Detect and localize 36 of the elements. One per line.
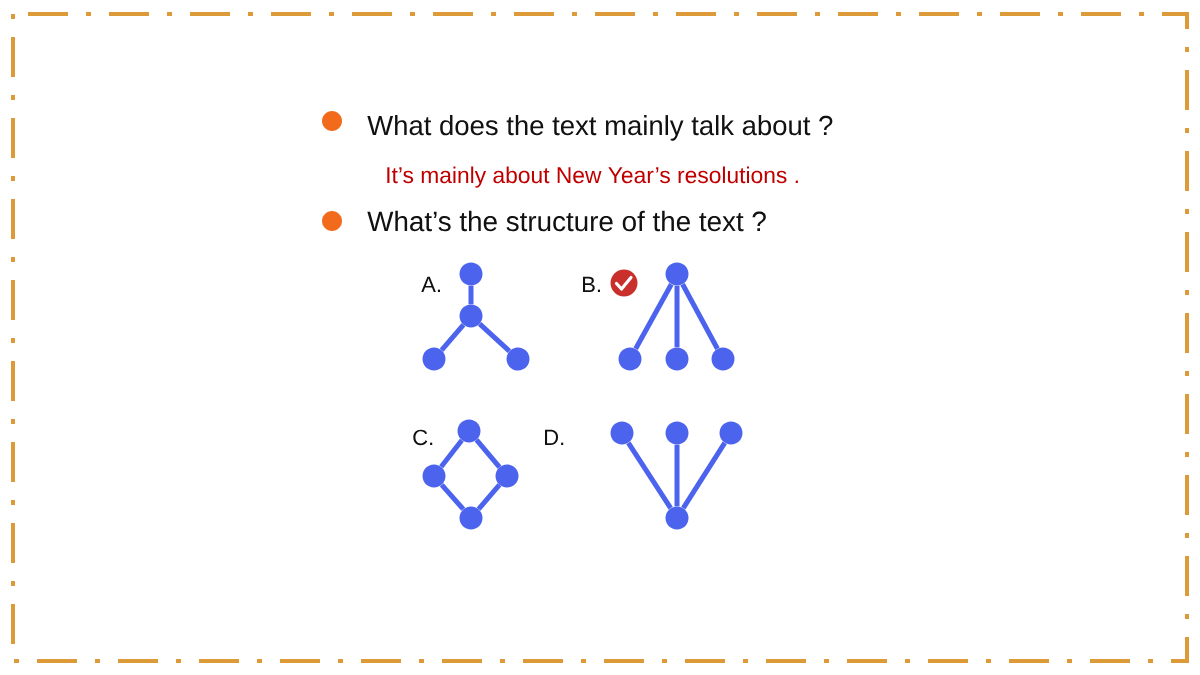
question-text: What does the text mainly talk about ? <box>367 115 833 141</box>
connector-line <box>468 285 474 305</box>
option-letter: D. <box>545 429 564 445</box>
question-text: What’s the structure of the text ? <box>367 210 766 232</box>
connector-line <box>474 438 502 469</box>
graph-dot <box>665 421 689 445</box>
connector-line <box>674 444 680 507</box>
graph-dot <box>422 464 446 488</box>
connector-line <box>681 441 727 510</box>
graph-dot <box>665 262 689 286</box>
graph-dot <box>459 506 483 530</box>
connector-line <box>633 283 674 350</box>
option-letter: B. <box>583 276 600 292</box>
answer-text: It’s mainly about New Year’s resolutions . <box>387 166 798 188</box>
option-letter: C. <box>413 429 433 446</box>
connector-line <box>674 285 680 348</box>
graph-dot <box>665 347 689 371</box>
graph-dot <box>711 347 735 371</box>
connector-line <box>476 483 502 511</box>
graph-dot <box>459 262 483 286</box>
graph-dot <box>457 419 481 443</box>
option-letter: A. <box>421 276 440 292</box>
graph-dot <box>495 464 519 488</box>
graph-dot <box>719 421 743 445</box>
graph-dot <box>665 506 689 530</box>
connector-line <box>439 483 466 511</box>
connector-line <box>439 323 466 352</box>
connector-line <box>477 322 512 353</box>
graph-dot <box>422 347 446 371</box>
graph-dot <box>610 421 634 445</box>
connector-line <box>680 283 720 350</box>
graph-dot <box>506 347 530 371</box>
connector-line <box>626 441 673 510</box>
graph-dot <box>618 347 642 371</box>
graph-dot <box>459 304 483 328</box>
connector-line <box>439 438 464 469</box>
